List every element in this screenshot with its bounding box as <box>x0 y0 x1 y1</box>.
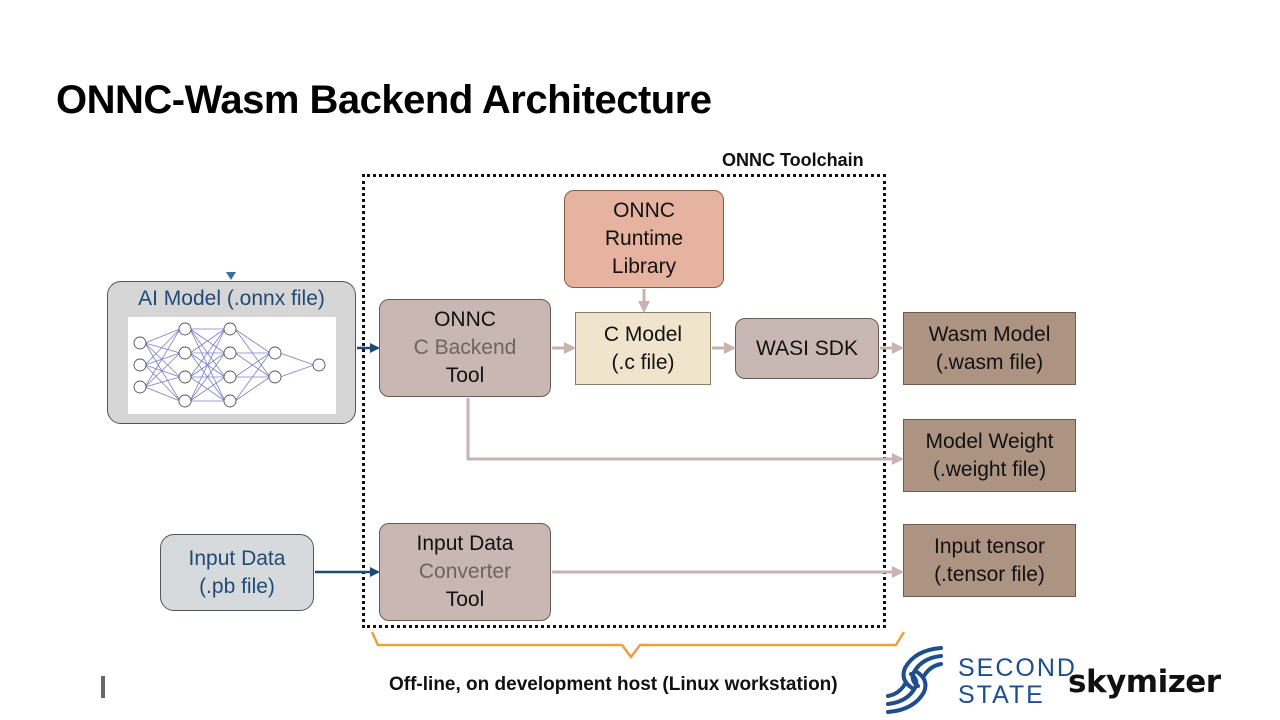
model-weight-output: Model Weight (.weight file) <box>903 419 1076 492</box>
nn-neuron <box>178 370 192 384</box>
second-state-line1: SECOND <box>958 654 1077 682</box>
runtime-library-node: ONNC Runtime Library <box>564 190 724 288</box>
input-data-line1: Input Data <box>188 546 286 570</box>
cmodel-line2: (.c file) <box>611 350 675 374</box>
neural-network-graphic <box>133 322 326 408</box>
nn-connection <box>234 352 271 378</box>
slide-marker-bar <box>101 676 105 698</box>
nn-connection <box>144 342 181 402</box>
ai-model-node: AI Model (.onnx file) <box>107 281 356 424</box>
wasi-sdk-node: WASI SDK <box>735 318 879 379</box>
runtime-line3: Library <box>611 255 677 278</box>
nn-neuron <box>268 346 282 360</box>
nn-neuron <box>268 370 282 384</box>
nn-neuron <box>223 394 237 408</box>
converter-line1: Input Data <box>416 532 514 555</box>
input-data-node: Input Data (.pb file) <box>160 534 314 611</box>
input-converter-tool-node: Input Data Converter Tool <box>379 523 551 621</box>
nn-neuron <box>223 346 237 360</box>
nn-connection <box>189 328 226 402</box>
c-backend-tool-node: ONNC C Backend Tool <box>379 299 551 397</box>
nn-connection <box>234 376 271 402</box>
nn-neuron <box>178 394 192 408</box>
converter-line2: Converter <box>418 560 512 583</box>
nn-connection <box>279 352 315 366</box>
nn-connection <box>144 342 181 378</box>
nn-neuron <box>178 322 192 336</box>
nn-neuron <box>223 370 237 384</box>
cbackend-line3: Tool <box>445 364 485 387</box>
neural-network-icon <box>128 317 336 414</box>
cbackend-line2: C Backend <box>413 336 517 359</box>
nn-connection <box>144 386 181 402</box>
offline-caption: Off-line, on development host (Linux wor… <box>389 674 838 695</box>
runtime-line1: ONNC <box>613 199 675 222</box>
nn-connection <box>144 376 181 388</box>
nn-neuron <box>133 380 147 394</box>
offline-brace <box>370 631 906 660</box>
nn-connection <box>189 376 226 402</box>
cbackend-line1: ONNC <box>434 308 496 331</box>
wasm-line1: Wasm Model <box>928 322 1051 346</box>
toolchain-label: ONNC Toolchain <box>722 150 864 170</box>
wasm-line2: (.wasm file) <box>935 350 1044 374</box>
nn-connection <box>189 328 226 378</box>
nn-connection <box>234 328 271 354</box>
nn-connection <box>144 342 181 354</box>
tensor-line1: Input tensor <box>934 534 1045 558</box>
nn-connection <box>234 352 271 402</box>
c-model-node: C Model (.c file) <box>575 312 711 385</box>
nn-connection <box>144 364 181 378</box>
nn-neuron <box>133 336 147 350</box>
second-state-logo-icon <box>886 646 943 714</box>
nn-neuron <box>223 322 237 336</box>
wasi-line1: WASI SDK <box>756 336 858 360</box>
second-state-logo-text: SECOND STATE <box>958 655 1077 709</box>
nn-connection <box>144 364 181 402</box>
weight-line2: (.weight file) <box>932 457 1047 481</box>
second-state-line2: STATE <box>958 681 1045 709</box>
nn-connection <box>144 328 181 344</box>
input-data-line2: (.pb file) <box>199 574 275 598</box>
cmodel-line1: C Model <box>603 322 683 346</box>
weight-line1: Model Weight <box>925 429 1054 453</box>
tensor-line2: (.tensor file) <box>934 562 1045 586</box>
nn-connection <box>189 328 226 354</box>
ai-model-top-marker <box>226 272 236 280</box>
nn-connection <box>144 328 181 366</box>
nn-neuron <box>178 346 192 360</box>
nn-neuron <box>133 358 147 372</box>
converter-line3: Tool <box>445 588 485 611</box>
runtime-line2: Runtime <box>604 227 684 250</box>
skymizer-logo: skymizer <box>1068 664 1221 700</box>
input-tensor-output: Input tensor (.tensor file) <box>903 524 1076 597</box>
nn-connection <box>144 328 181 388</box>
nn-neuron <box>312 358 326 372</box>
nn-connection <box>189 352 226 402</box>
ai-model-label: AI Model (.onnx file) <box>138 287 325 310</box>
nn-connection <box>279 364 315 378</box>
nn-connection <box>144 352 181 388</box>
wasm-model-output: Wasm Model (.wasm file) <box>903 312 1076 385</box>
nn-connection <box>144 352 181 366</box>
slide-title: ONNC-Wasm Backend Architecture <box>56 78 712 122</box>
